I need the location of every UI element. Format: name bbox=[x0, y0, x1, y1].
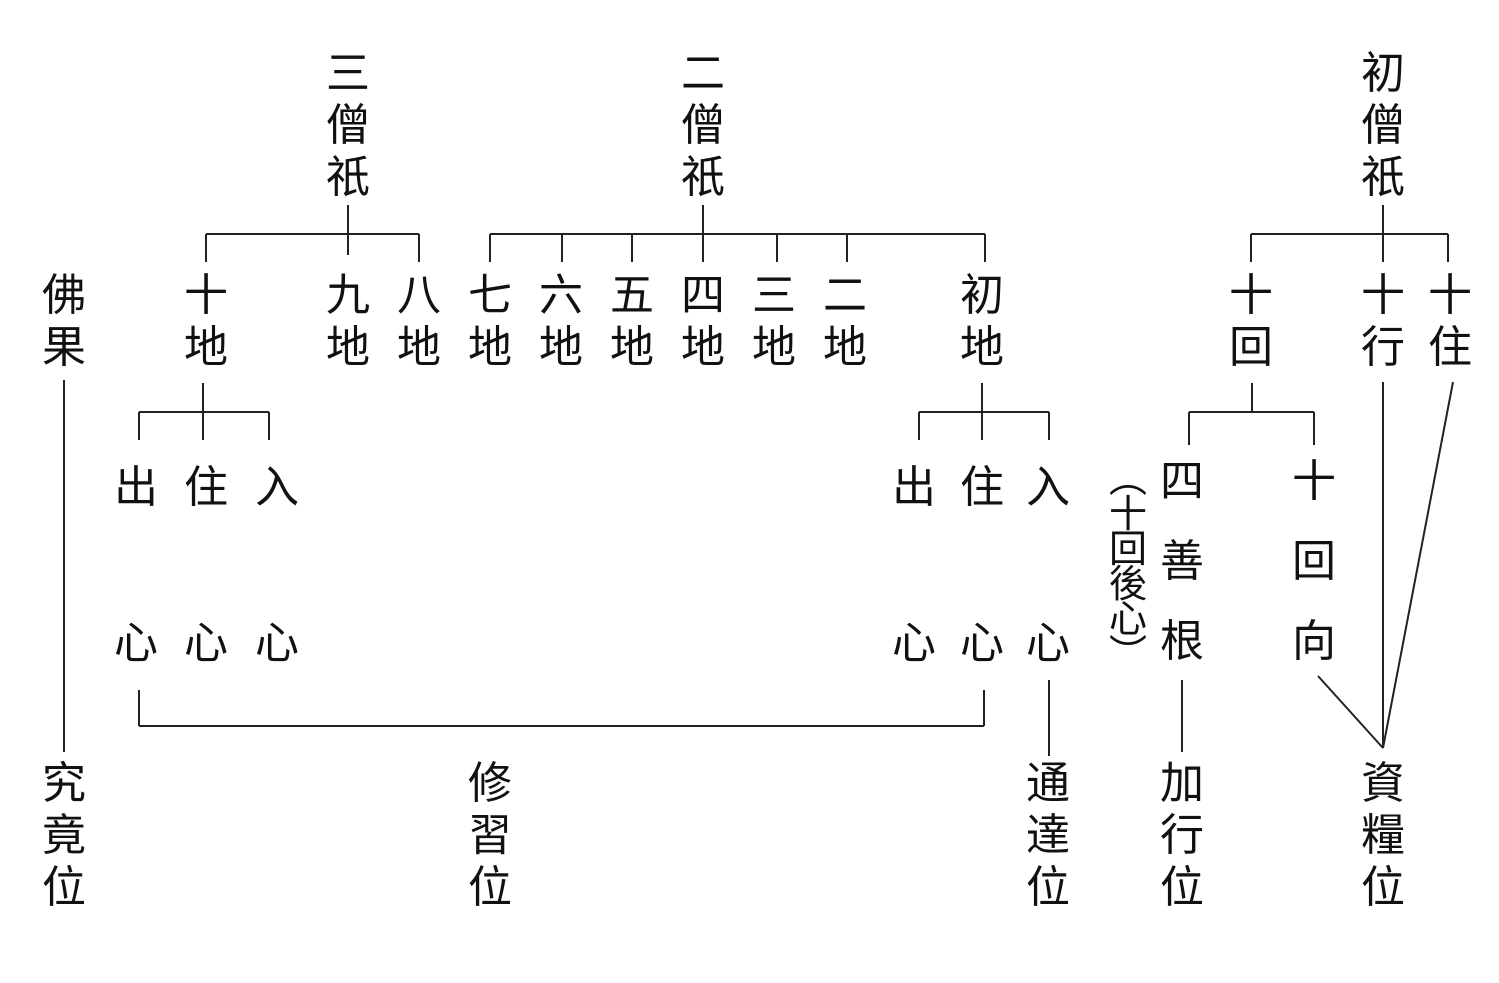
ground-seventh: 七 地 bbox=[468, 270, 512, 373]
ground-sixth: 六 地 bbox=[539, 270, 583, 373]
ground-fifth: 五 地 bbox=[610, 270, 654, 373]
exit-mind: 出 心 bbox=[892, 462, 936, 669]
enter-mind: 入 心 bbox=[255, 462, 299, 669]
abide-mind: 住 心 bbox=[184, 462, 228, 669]
ground-first: 初 地 bbox=[960, 270, 1004, 373]
stage-third-asamkhya: 三 僧 祇 bbox=[326, 48, 370, 203]
enter-mind: 入 心 bbox=[1026, 462, 1070, 669]
buddha-fruit: 佛 果 bbox=[42, 270, 86, 373]
connector-line bbox=[1317, 675, 1384, 749]
stage-second-asamkhya: 二 僧 祇 bbox=[681, 48, 725, 203]
four-good-roots: 四 善 根 bbox=[1160, 456, 1204, 667]
ground-tenth: 十 地 bbox=[184, 270, 228, 373]
ten-practices: 十 行 bbox=[1361, 270, 1405, 373]
provisions-position: 資 糧 位 bbox=[1361, 758, 1405, 913]
ten-abodes: 十 住 bbox=[1428, 270, 1472, 373]
exit-mind: 出 心 bbox=[114, 462, 158, 669]
application-position: 加 行 位 bbox=[1160, 758, 1204, 913]
stage-first-asamkhya: 初 僧 祇 bbox=[1361, 48, 1405, 203]
ground-third: 三 地 bbox=[752, 270, 796, 373]
ten-dedications: 十 回 bbox=[1229, 270, 1273, 373]
ground-ninth: 九 地 bbox=[326, 270, 370, 373]
ten-dedications-full: 十 回 向 bbox=[1292, 456, 1336, 667]
insight-position: 通 達 位 bbox=[1026, 758, 1070, 913]
cultivation-position: 修 習 位 bbox=[468, 758, 512, 913]
ultimate-position: 究 竟 位 bbox=[42, 758, 86, 913]
ground-second: 二 地 bbox=[823, 270, 867, 373]
abide-mind: 住 心 bbox=[960, 462, 1004, 669]
ten-dedications-later-mind-note: ︵ 十 回 後 心 ︶ bbox=[1108, 457, 1147, 676]
ground-fourth: 四 地 bbox=[681, 270, 725, 373]
ground-eighth: 八 地 bbox=[397, 270, 441, 373]
connector-line bbox=[1382, 381, 1454, 749]
